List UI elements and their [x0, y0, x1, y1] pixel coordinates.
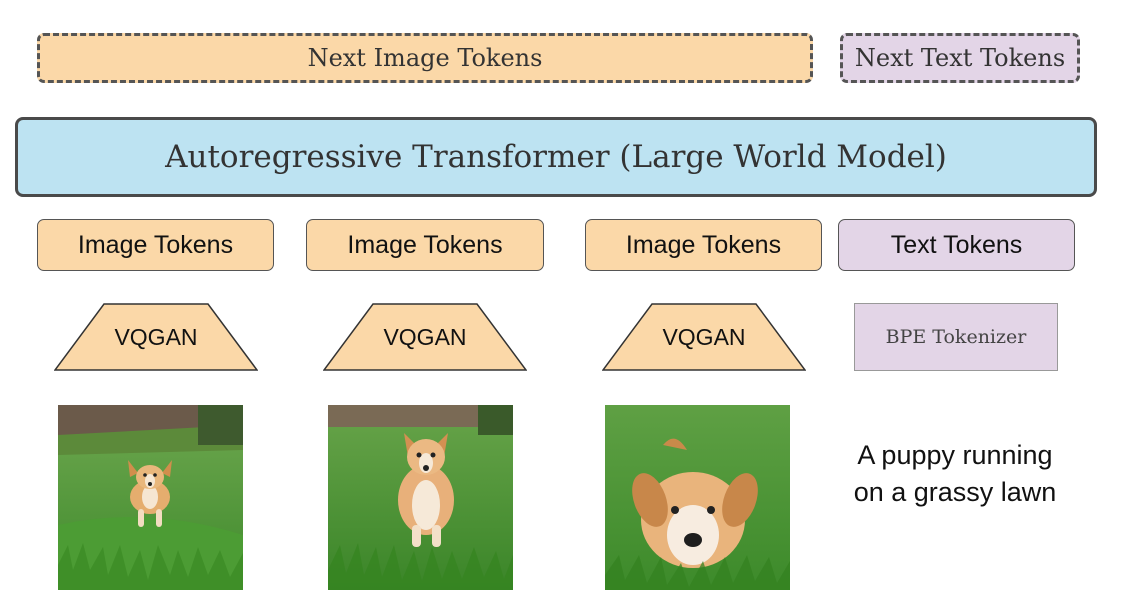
vqgan-trapezoid-3: [602, 303, 806, 371]
vqgan-encoder-1: VQGAN: [54, 303, 258, 371]
image-tokens-2: Image Tokens: [306, 219, 544, 271]
text-prompt: A puppy running on a grassy lawn: [830, 437, 1080, 511]
vqgan-encoder-3: VQGAN: [602, 303, 806, 371]
vqgan-encoder-2: VQGAN: [323, 303, 527, 371]
next-image-tokens: Next Image Tokens: [37, 33, 813, 83]
text-tokens: Text Tokens: [838, 219, 1075, 271]
puppy-photo-2: [328, 405, 513, 590]
image-tokens-3: Image Tokens: [585, 219, 822, 271]
puppy-photo-1: [58, 405, 243, 590]
caption-line-2: on a grassy lawn: [853, 477, 1057, 507]
caption-line-1: A puppy running: [857, 440, 1053, 470]
video-frame-3: [605, 405, 790, 590]
vqgan-trapezoid-2: [323, 303, 527, 371]
vqgan-label-1: VQGAN: [114, 323, 198, 350]
next-text-tokens: Next Text Tokens: [840, 33, 1080, 83]
vqgan-label-3: VQGAN: [662, 323, 746, 350]
video-frame-1: [58, 405, 243, 590]
puppy-photo-3: [605, 405, 790, 590]
vqgan-label-2: VQGAN: [383, 323, 467, 350]
video-frame-2: [328, 405, 513, 590]
image-tokens-1: Image Tokens: [37, 219, 274, 271]
bpe-tokenizer: BPE Tokenizer: [854, 303, 1058, 371]
vqgan-trapezoid-1: [54, 303, 258, 371]
autoregressive-transformer: Autoregressive Transformer (Large World …: [15, 117, 1097, 197]
